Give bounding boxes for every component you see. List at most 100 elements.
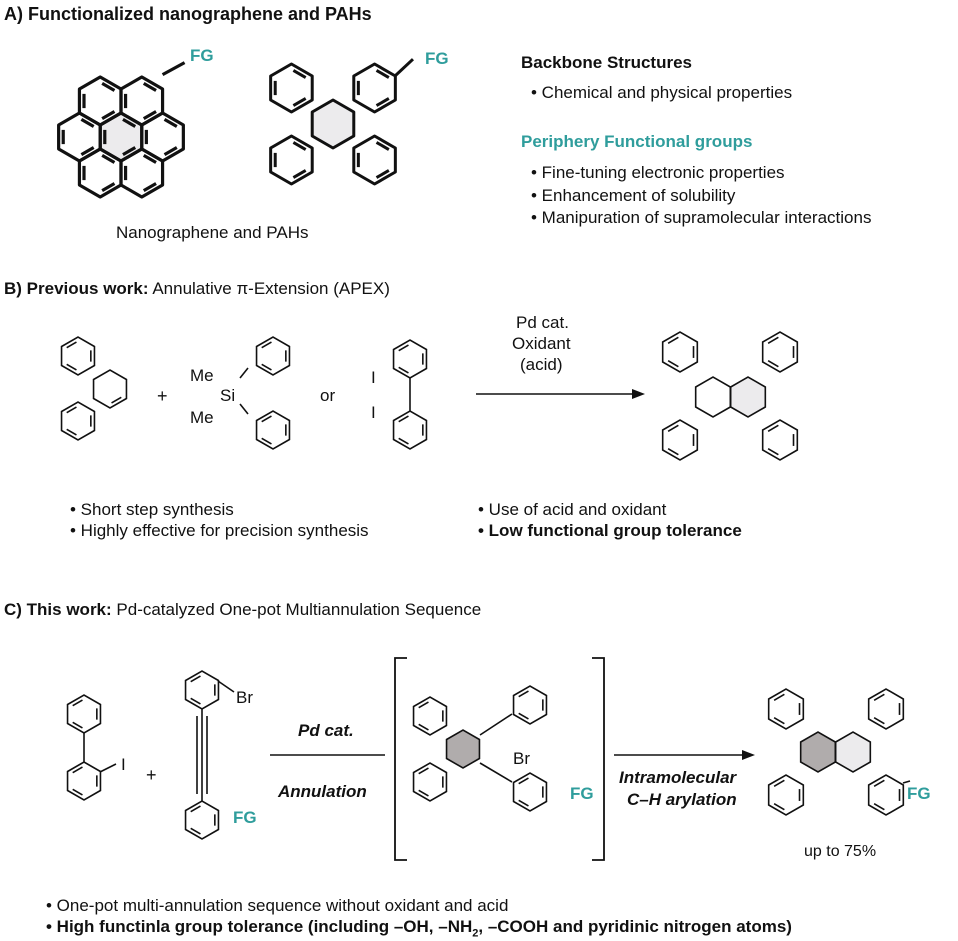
benzene-ring <box>412 762 448 802</box>
bond <box>479 713 513 736</box>
methyl-label-2: Me <box>190 408 214 427</box>
benzene-ring <box>184 800 220 840</box>
arrow1-top-label: Pd cat. <box>298 721 354 740</box>
section-c-title: C) This work: Pd-catalyzed One-pot Multi… <box>4 600 481 620</box>
double-bond <box>190 675 201 683</box>
double-bond <box>398 366 409 374</box>
double-bond <box>163 146 178 156</box>
double-bond <box>375 97 390 107</box>
double-bond <box>518 690 529 698</box>
benzene-ring <box>661 331 699 373</box>
fg-label-c2: FG <box>570 784 594 804</box>
double-bond <box>375 69 390 79</box>
con-item: • Use of acid and oxidant <box>478 500 667 519</box>
section-c-title-bold: C) This work: <box>4 600 112 619</box>
double-bond <box>873 693 885 701</box>
double-bond <box>261 415 272 423</box>
pro-item: • Short step synthesis <box>70 500 234 519</box>
bracket-right <box>592 657 605 861</box>
fg-label-c1: FG <box>233 808 257 828</box>
arrow1-bottom-label: Annulation <box>278 782 367 801</box>
double-bond <box>767 424 779 432</box>
diiodobiphenyl-structure <box>392 339 428 450</box>
double-bond <box>667 360 679 368</box>
double-bond <box>292 169 307 179</box>
benzene-ring <box>352 62 397 114</box>
double-bond <box>80 146 95 156</box>
benzene-ring <box>799 731 837 773</box>
benzene-ring <box>119 75 165 127</box>
silafluorene-structure <box>239 336 291 450</box>
fg-label-a2: FG <box>425 49 449 68</box>
triphenylene-structure-a <box>269 58 414 186</box>
double-bond <box>418 723 429 731</box>
double-bond <box>142 154 157 164</box>
double-bond <box>773 717 785 725</box>
double-bond <box>261 363 272 371</box>
double-bond <box>66 341 77 349</box>
section-c-title-rest: Pd-catalyzed One-pot Multiannulation Seq… <box>111 600 482 619</box>
double-bond <box>101 182 116 192</box>
double-bond <box>66 406 77 414</box>
double-bond <box>72 766 83 774</box>
bond <box>239 367 249 379</box>
double-bond <box>773 803 785 811</box>
bond <box>99 763 117 773</box>
benzene-ring <box>512 772 548 812</box>
double-bond <box>873 779 885 787</box>
periphery-title: Periphery Functional groups <box>521 132 753 151</box>
benzene-ring <box>767 774 805 816</box>
bond <box>479 762 513 783</box>
iodobiphenyl-structure <box>66 694 117 801</box>
double-bond <box>418 701 429 709</box>
benzene-ring <box>729 376 767 418</box>
double-bond <box>418 767 429 775</box>
double-bond <box>122 146 137 156</box>
double-bond <box>418 789 429 797</box>
double-bond <box>773 779 785 787</box>
apex-arrow-head <box>632 389 645 399</box>
arrow2-label-1: Intramolecular <box>619 768 737 787</box>
double-bond <box>773 693 785 701</box>
plus-sign-b: + <box>157 386 168 406</box>
double-bond <box>767 360 779 368</box>
double-bond <box>101 154 116 164</box>
double-bond <box>767 448 779 456</box>
double-bond <box>142 110 157 120</box>
benzene-ring <box>512 685 548 725</box>
double-bond <box>72 721 83 729</box>
product-c-structure <box>767 688 911 816</box>
benzene-ring <box>255 410 291 450</box>
benzene-ring <box>661 419 699 461</box>
pro-item: • Highly effective for precision synthes… <box>70 521 369 540</box>
benzene-ring <box>867 774 905 816</box>
benzene-ring <box>834 731 872 773</box>
con-item-bold: • Low functional group tolerance <box>478 521 742 540</box>
double-bond <box>66 363 77 371</box>
arylation-arrow-head <box>742 750 755 760</box>
triphenylene-product-b <box>661 331 799 461</box>
benzene-ring <box>767 688 805 730</box>
backbone-item: • Chemical and physical properties <box>531 83 793 102</box>
benzene-ring <box>761 331 799 373</box>
silicon-label: Si <box>220 386 236 405</box>
double-bond <box>667 448 679 456</box>
double-bond <box>163 118 178 128</box>
benzene-ring <box>269 134 314 186</box>
double-bond <box>518 712 529 720</box>
bond <box>217 680 235 693</box>
benzene-ring <box>119 147 165 199</box>
section-b-title: B) Previous work: Annulative π-Extension… <box>4 279 390 299</box>
periphery-item: • Fine-tuning electronic properties <box>531 163 785 182</box>
double-bond <box>142 182 157 192</box>
benzene-ring <box>352 134 397 186</box>
section-a-title: A) Functionalized nanographene and PAHs <box>4 4 372 24</box>
double-bond <box>80 118 95 128</box>
methyl-label-1: Me <box>190 366 214 385</box>
section-b-title-rest: Annulative π-Extension (APEX) <box>148 279 390 298</box>
benzene-ring <box>694 376 732 418</box>
double-bond <box>66 428 77 436</box>
bromo-label-2: Br <box>513 749 530 768</box>
benzene-ring <box>310 98 356 150</box>
